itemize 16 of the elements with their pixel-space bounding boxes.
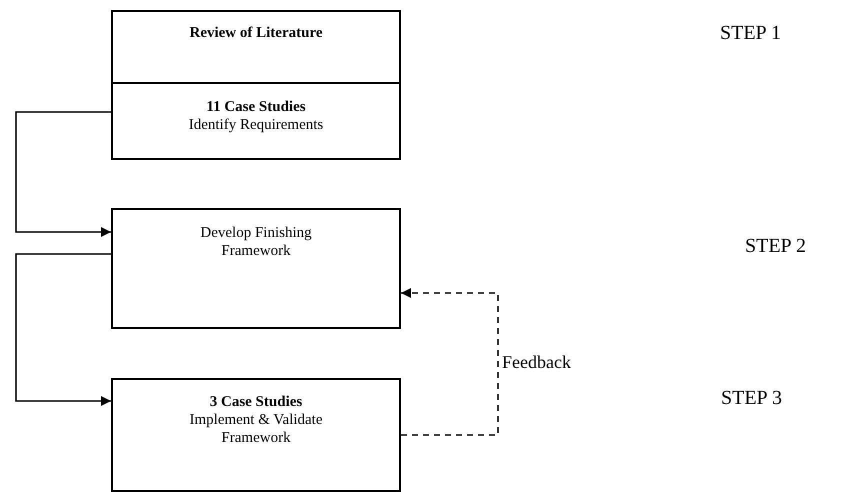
box-text: Implement & Validate Framework: [188, 411, 324, 447]
box-text: Develop Finishing Framework: [199, 224, 313, 260]
box-heading: 3 Case Studies: [210, 393, 302, 411]
box-heading: 11 Case Studies: [206, 98, 306, 116]
step-label: STEP 1: [720, 22, 781, 45]
step-label: STEP 2: [745, 235, 806, 258]
arrow: [401, 288, 499, 436]
process-box: [111, 10, 401, 84]
step-label: STEP 3: [721, 387, 782, 410]
process-box: [111, 378, 401, 492]
process-box: [111, 82, 401, 160]
process-box: [111, 208, 401, 329]
box-text: Identify Requirements: [188, 116, 324, 134]
box-heading: Review of Literature: [189, 24, 322, 42]
arrow: [15, 111, 111, 237]
arrow: [15, 253, 111, 406]
